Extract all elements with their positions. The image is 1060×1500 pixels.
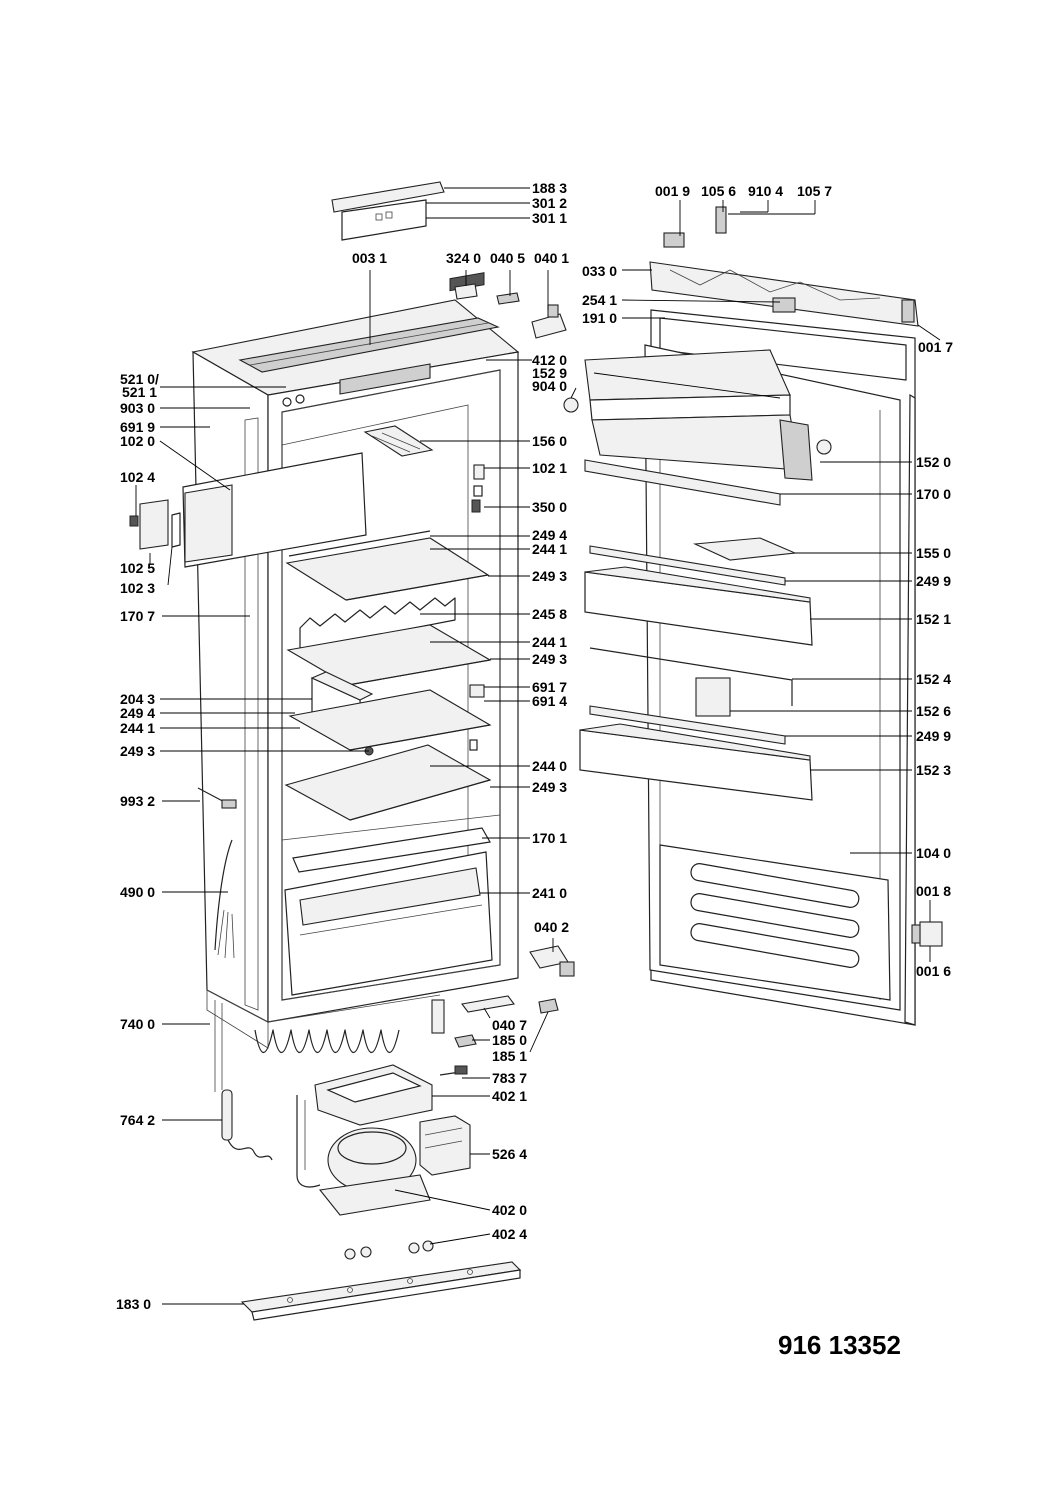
label-188-3: 188 3 — [532, 180, 567, 196]
label-003-1: 003 1 — [352, 250, 387, 266]
label-301-1: 301 1 — [532, 210, 567, 226]
label-249-3-a: 249 3 — [532, 568, 567, 584]
label-350-0: 350 0 — [532, 499, 567, 515]
label-104-0: 104 0 — [916, 845, 951, 861]
label-244-1-b: 244 1 — [532, 634, 567, 650]
label-244-1-c: 244 1 — [120, 720, 155, 736]
label-040-2: 040 2 — [534, 919, 569, 935]
label-033-0: 033 0 — [582, 263, 617, 279]
label-526-4: 526 4 — [492, 1146, 527, 1162]
label-102-4: 102 4 — [120, 469, 155, 485]
label-170-0: 170 0 — [916, 486, 951, 502]
label-249-9-a: 249 9 — [916, 573, 951, 589]
label-152-1: 152 1 — [916, 611, 951, 627]
label-691-7: 691 7 — [532, 679, 567, 695]
label-152-9: 152 9 — [532, 365, 567, 381]
label-152-4: 152 4 — [916, 671, 951, 687]
label-783-7: 783 7 — [492, 1070, 527, 1086]
label-040-1: 040 1 — [534, 250, 569, 266]
label-170-7: 170 7 — [120, 608, 155, 624]
label-001-6: 001 6 — [916, 963, 951, 979]
label-102-5: 102 5 — [120, 560, 155, 576]
label-402-0: 402 0 — [492, 1202, 527, 1218]
label-105-6: 105 6 — [701, 183, 736, 199]
label-249-4-a: 249 4 — [532, 527, 567, 543]
label-521-1: 521 1 — [122, 384, 157, 400]
label-249-3-b: 249 3 — [532, 651, 567, 667]
label-402-1: 402 1 — [492, 1088, 527, 1104]
label-244-1-a: 244 1 — [532, 541, 567, 557]
label-254-1: 254 1 — [582, 292, 617, 308]
label-152-0: 152 0 — [916, 454, 951, 470]
label-301-2: 301 2 — [532, 195, 567, 211]
label-324-0: 324 0 — [446, 250, 481, 266]
label-402-4: 402 4 — [492, 1226, 527, 1242]
label-740-0: 740 0 — [120, 1016, 155, 1032]
label-993-2: 993 2 — [120, 793, 155, 809]
label-904-0: 904 0 — [532, 378, 567, 394]
label-170-1: 170 1 — [532, 830, 567, 846]
label-245-8: 245 8 — [532, 606, 567, 622]
label-249-4-b: 249 4 — [120, 705, 155, 721]
label-412-0: 412 0 — [532, 352, 567, 368]
label-903-0: 903 0 — [120, 400, 155, 416]
callout-leaders — [135, 187, 941, 1305]
label-040-5: 040 5 — [490, 250, 525, 266]
label-155-0: 155 0 — [916, 545, 951, 561]
label-204-3: 204 3 — [120, 691, 155, 707]
label-191-0: 191 0 — [582, 310, 617, 326]
label-249-3-c: 249 3 — [120, 743, 155, 759]
callout-labels: 188 3 301 2 301 1 001 9 105 6 910 4 105 … — [116, 180, 953, 1312]
label-764-2: 764 2 — [120, 1112, 155, 1128]
label-185-1: 185 1 — [492, 1048, 527, 1064]
label-241-0: 241 0 — [532, 885, 567, 901]
door-drawing — [579, 206, 943, 1026]
label-183-0: 183 0 — [116, 1296, 151, 1312]
drawing-number: 916 13352 — [778, 1330, 901, 1360]
label-156-0: 156 0 — [532, 433, 567, 449]
label-102-1: 102 1 — [532, 460, 567, 476]
label-521-0: 521 0/ — [120, 371, 159, 387]
label-490-0: 490 0 — [120, 884, 155, 900]
label-185-0: 185 0 — [492, 1032, 527, 1048]
label-249-3-d: 249 3 — [532, 779, 567, 795]
label-691-9: 691 9 — [120, 419, 155, 435]
label-244-0: 244 0 — [532, 758, 567, 774]
label-102-3: 102 3 — [120, 580, 155, 596]
label-001-8: 001 8 — [916, 883, 951, 899]
label-105-7: 105 7 — [797, 183, 832, 199]
label-001-9: 001 9 — [655, 183, 690, 199]
label-691-4: 691 4 — [532, 693, 567, 709]
label-152-3: 152 3 — [916, 762, 951, 778]
label-910-4: 910 4 — [748, 183, 783, 199]
label-001-7: 001 7 — [918, 339, 953, 355]
label-102-0: 102 0 — [120, 433, 155, 449]
label-040-7: 040 7 — [492, 1017, 527, 1033]
cabinet-drawing — [129, 181, 579, 1321]
label-152-6: 152 6 — [916, 703, 951, 719]
label-249-9-b: 249 9 — [916, 728, 951, 744]
